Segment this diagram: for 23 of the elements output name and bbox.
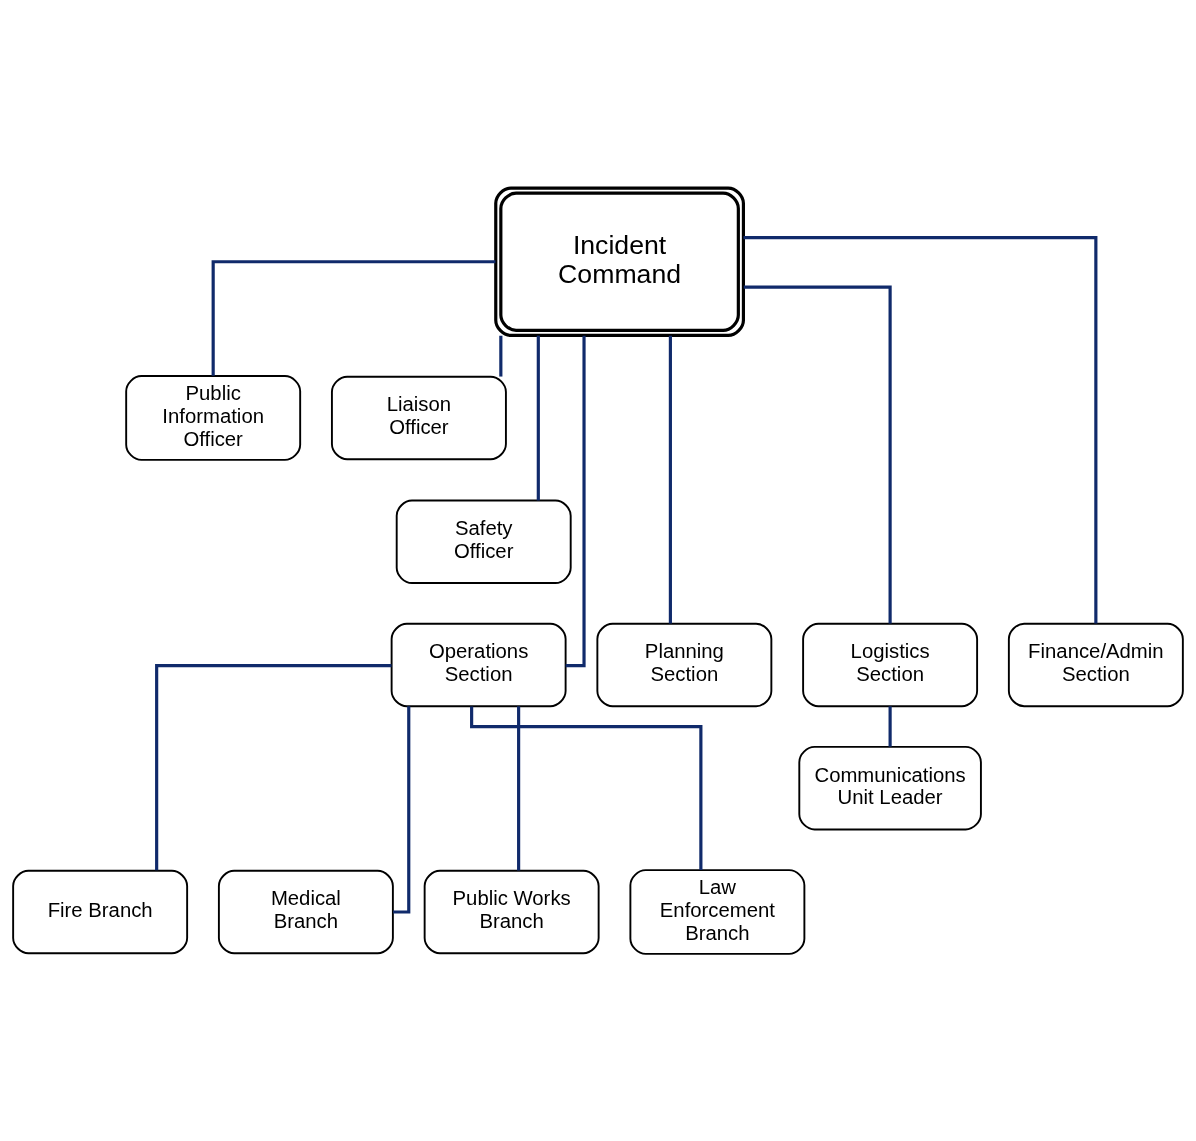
connector: [155, 663, 392, 870]
node-box: Operations Section: [390, 622, 567, 707]
connector: [743, 235, 1098, 624]
connector: [211, 259, 496, 376]
node-box: Planning Section: [596, 622, 773, 707]
node-box: Medical Branch: [217, 869, 394, 954]
node-box: Fire Branch: [12, 869, 189, 954]
node-box: Liaison Officer: [330, 375, 507, 460]
node-box: Public Information Officer: [125, 374, 302, 461]
node-box: Law Enforcement Branch: [629, 868, 806, 955]
node-box: Logistics Section: [802, 622, 979, 707]
connector: [743, 285, 892, 623]
connector: [668, 335, 672, 624]
node-box: Incident Command: [494, 186, 745, 337]
connector: [499, 335, 503, 377]
connector: [888, 705, 892, 747]
connector: [393, 705, 411, 914]
node-box: Safety Officer: [395, 499, 572, 584]
node-box: Finance/Admin Section: [1007, 622, 1184, 707]
node-box: Communications Unit Leader: [798, 745, 982, 830]
connector: [536, 335, 540, 500]
connector: [517, 705, 521, 871]
node-box: Public Works Branch: [423, 869, 600, 954]
